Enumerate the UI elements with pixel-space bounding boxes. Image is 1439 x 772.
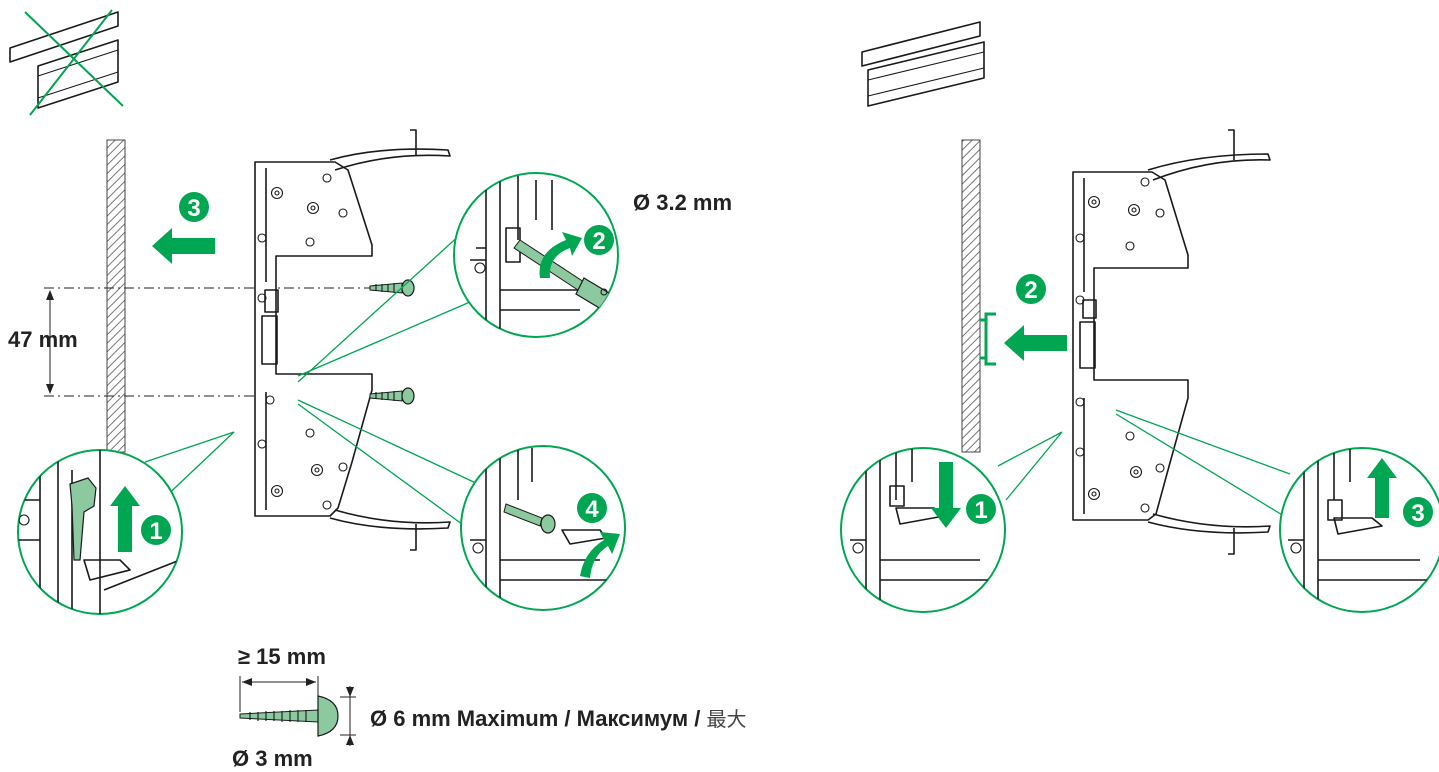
screw-min-length-label: ≥ 15 mm (238, 644, 326, 669)
right-step-2-number: 2 (1024, 277, 1037, 304)
screw-head-diameter-label: Ø 6 mm Maximum / Максимум / (370, 706, 706, 731)
screw-icon (369, 279, 415, 297)
push-left-arrow-icon (152, 228, 215, 264)
hole-spacing-label: 47 mm (8, 327, 78, 352)
right-step-3-number: 3 (1411, 500, 1424, 527)
din-rail-profile (984, 312, 996, 366)
device-body (254, 129, 451, 551)
screw-icon (369, 387, 415, 405)
right-step-1-number: 1 (974, 497, 987, 524)
screw-shank-diameter-label: Ø 3 mm (232, 746, 313, 771)
step-1-number: 1 (149, 518, 162, 545)
svg-text:Ø 6 mm Maximum / Максимум / 最大: Ø 6 mm Maximum / Максимум / 最大 (370, 706, 746, 731)
screw-specification: ≥ 15 mm Ø 6 mm Maximum / Максимум / 最大 Ø… (232, 644, 746, 771)
din-rail-icon (861, 21, 985, 107)
screw-icon (239, 695, 339, 737)
zoom-detail-pull-latch-down: 1 (840, 447, 1006, 613)
screw-head-diameter-cjk: 最大 (706, 707, 746, 731)
zoom-detail-screw-lock: 4 (460, 445, 626, 611)
step-4-number: 4 (585, 496, 599, 523)
left-wall-mount-panel: 3 47 mm (8, 9, 732, 615)
zoom-detail-drill: 2 (453, 172, 619, 338)
drill-diameter-label: Ø 3.2 mm (633, 190, 732, 215)
dimension-47mm: 47 mm (8, 287, 378, 397)
step-3-marker: 3 (179, 192, 209, 222)
wall-section (961, 139, 981, 453)
zoom-detail-unlock-latch: 1 (17, 449, 183, 615)
wall-section (106, 139, 126, 453)
zoom-detail-push-latch-up: 3 (1279, 447, 1439, 613)
step-3-number: 3 (187, 195, 200, 222)
right-din-rail-panel: 2 (840, 21, 1439, 613)
push-left-arrow-icon (1004, 325, 1067, 361)
crossed-din-rail-icon (9, 9, 124, 116)
step-2-marker: 2 (1016, 274, 1046, 304)
step-2-number: 2 (592, 228, 605, 255)
device-body (1072, 129, 1271, 555)
